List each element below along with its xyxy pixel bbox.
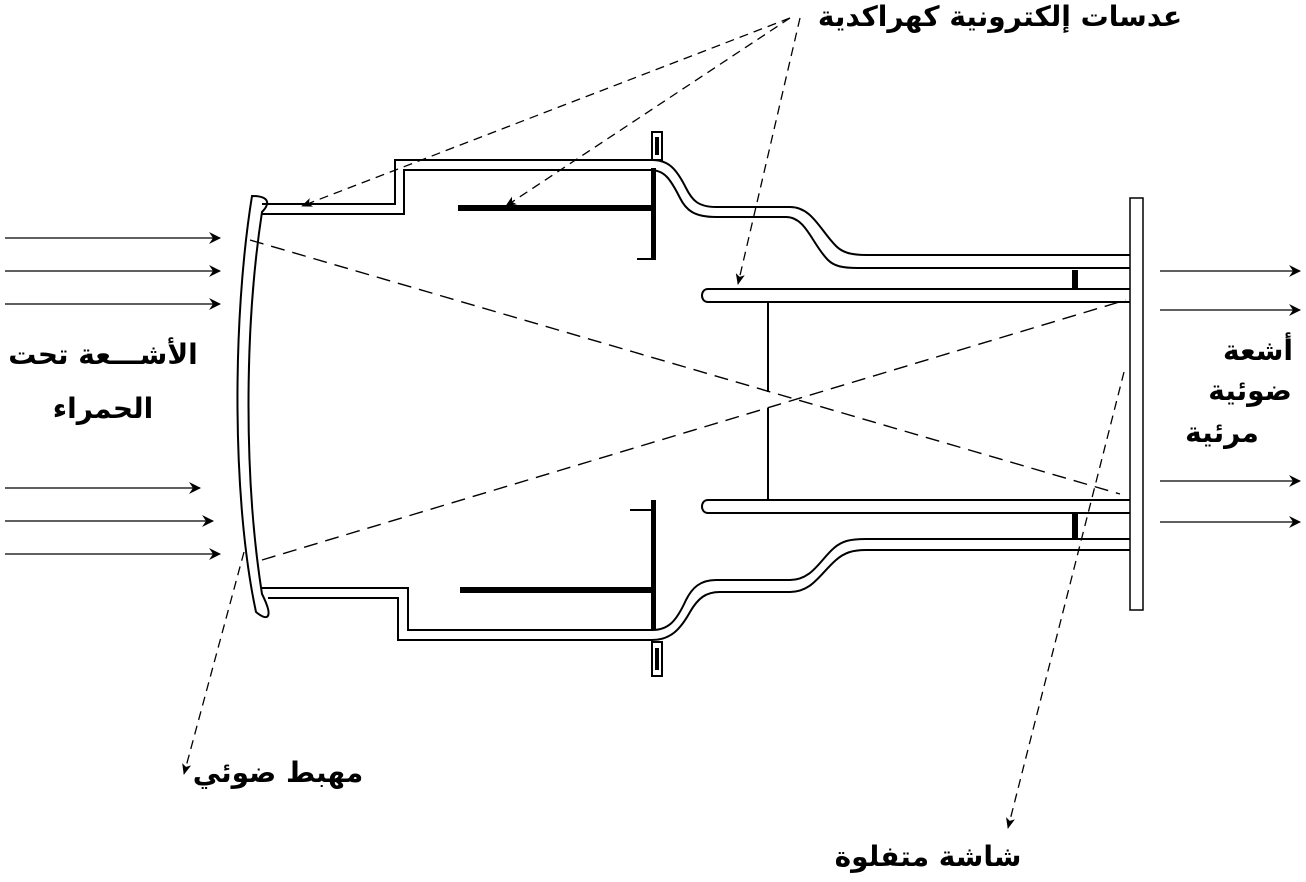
label-lenses: عدسات إلكترونية كهراكدية	[818, 0, 1182, 34]
electron-paths	[249, 239, 1127, 561]
tube-envelope-top	[262, 159, 1132, 269]
photocathode-shape	[236, 194, 270, 619]
label-photocathode: مهبط ضوئي	[193, 756, 363, 789]
anode-tubes	[701, 270, 1132, 538]
label-visible-line3: مرئية	[1185, 416, 1259, 449]
label-infrared-line1: الأشـــعة تحت	[8, 337, 198, 371]
label-visible-line1: أشعة	[1223, 332, 1293, 367]
label-infrared-line2: الحمراء	[53, 392, 153, 425]
fluorescent-screen	[1129, 197, 1144, 611]
label-visible-line2: ضوئية	[1208, 374, 1292, 407]
lens-electrode-top	[458, 131, 663, 260]
infrared-rays-incoming	[5, 232, 221, 560]
label-screen: شاشة متفلوة	[835, 840, 1022, 873]
lens-electrode-bottom	[460, 500, 663, 677]
label-pointers	[182, 17, 1125, 829]
visible-rays-outgoing	[1160, 265, 1301, 528]
tube-envelope-bottom	[262, 538, 1132, 641]
